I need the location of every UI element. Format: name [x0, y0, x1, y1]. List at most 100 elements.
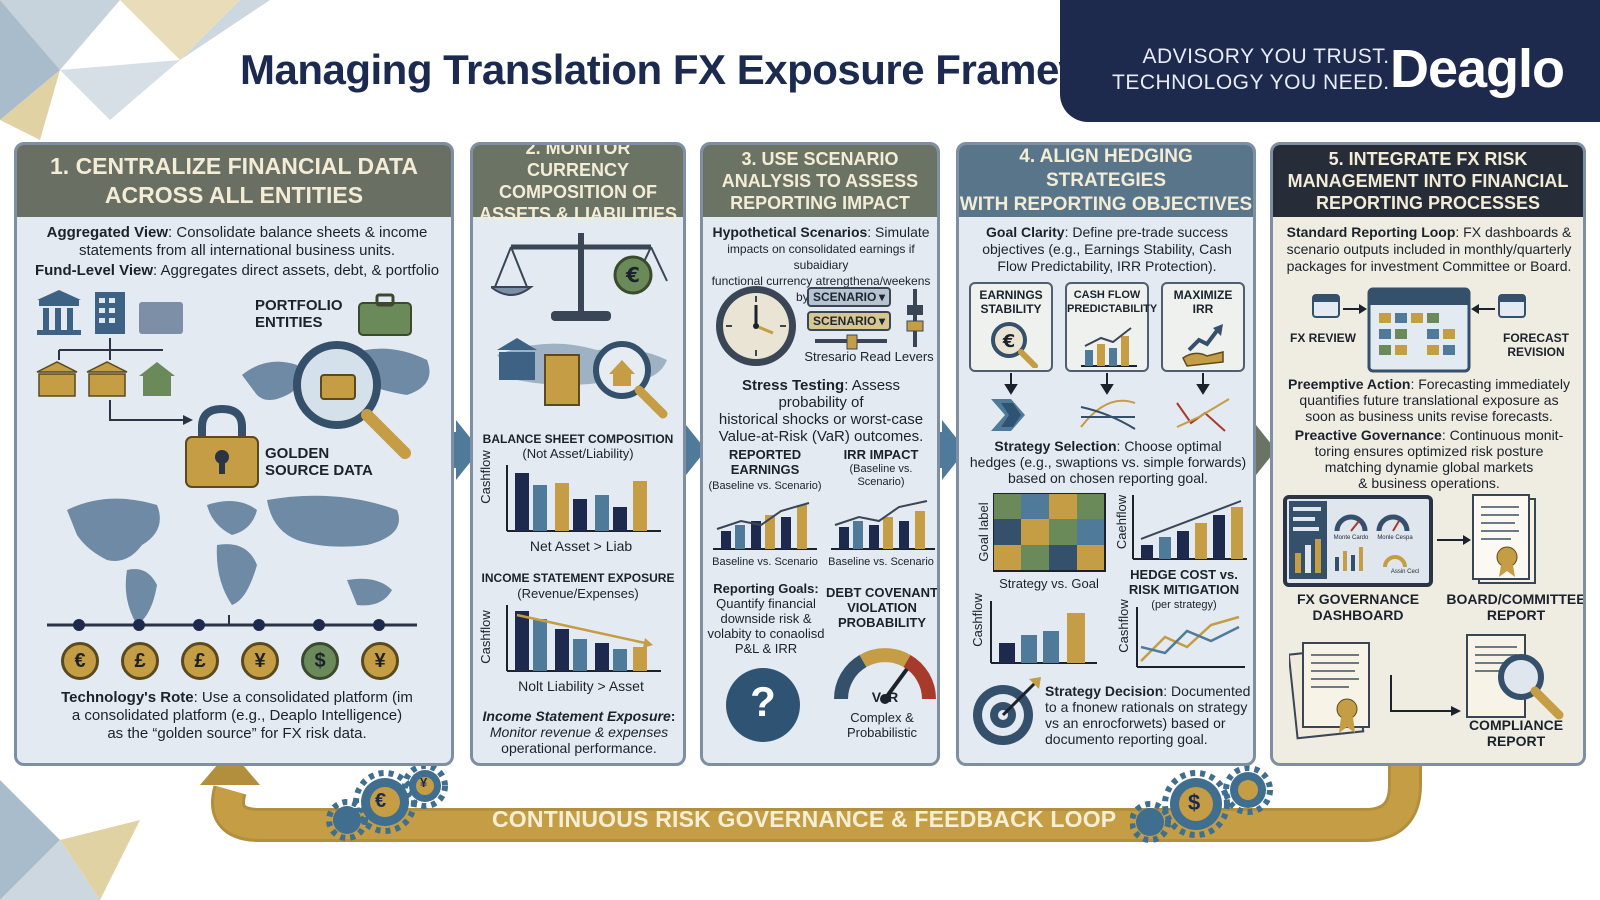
golden-label-line-1: GOLDEN	[265, 445, 330, 462]
gear-dollar-symbol: $	[1188, 790, 1201, 815]
process-flow-arrow-icon	[1390, 675, 1461, 716]
debt-covenant-title: DEBT COVENANT VIOLATION PROBABILITY	[825, 585, 937, 630]
dashboard-line-1: FX GOVERNANCE	[1296, 591, 1420, 607]
balance-sheet-title: BALANCE SHEET COMPOSITION	[482, 432, 674, 446]
box-2-line-1: CASH FLOW	[1073, 289, 1141, 301]
technology-role-label: Technology's Rote	[61, 689, 194, 706]
golden-label-line-2: SOURCE DATA	[265, 462, 373, 479]
preemptive-line-2: quantifies future translational exposure…	[1299, 392, 1559, 408]
governance-line-2: toring ensures optimized risk posture	[1314, 443, 1544, 459]
compliance-report-label: COMPLIANCE REPORT	[1443, 717, 1583, 749]
panel-integrate-reporting: 5. INTEGRATE FX RISK MANAGEMENT INTO FIN…	[1270, 142, 1586, 766]
preemptive-action-text: Preemptive Action: Forecasting immediate…	[1279, 376, 1579, 424]
compliance-line-1: COMPLIANCE	[1468, 717, 1564, 733]
irr-impact-chart	[831, 500, 935, 550]
stress-testing-line-2: historical shocks or worst-case	[718, 411, 924, 428]
reporting-goals-line-1: Quantify financial	[716, 596, 816, 611]
strategy-decision-line-2: to a fnonew rationals on strategy	[1045, 699, 1248, 715]
hedge-cost-line-chart	[1136, 607, 1245, 668]
fund-level-text: Fund-Level View: Aggregates direct asset…	[27, 262, 447, 280]
panel-4-title-line-2: WITH REPORTING OBJECTIVES	[959, 194, 1253, 215]
reporting-goals-text: Reporting Goals: Quantify financial down…	[705, 581, 827, 656]
feedback-loop-band	[200, 750, 1422, 842]
strategy-selection-line-1: : Choose optimal	[1116, 438, 1222, 454]
strategy-selection-text: Strategy Selection: Choose optimal hedge…	[963, 438, 1253, 486]
panel-4-header: 4. ALIGN HEDGING STRATEGIES WITH REPORTI…	[959, 145, 1253, 217]
strategy-goal-heatmap	[993, 493, 1106, 572]
goal-clarity-line-1: : Define pre-trade success	[1064, 224, 1228, 240]
irr-impact-subtitle: (Baseline vs. Scenario)	[823, 463, 937, 489]
panel-monitor-composition: 2. MONITOR CURRENCY COMPOSITION OF ASSET…	[470, 142, 686, 766]
scenario-2-label: SCENARIO	[813, 314, 877, 328]
document-stack-icon	[1289, 642, 1370, 740]
goal-clarity-line-3: Flow Predictability, IRR Protection).	[997, 258, 1217, 274]
aggregated-view-line-1: : Consolidate balance sheets & income	[168, 224, 428, 241]
strategy-selection-line-2: hedges (e.g., swaptions vs. simple forwa…	[969, 454, 1247, 470]
income-statement-caption: Nolt Liability > Asset	[518, 678, 644, 694]
hypothetical-line-1: : Simulate	[867, 224, 930, 240]
dashboard-widgets-icon	[1289, 501, 1410, 579]
decorative-triangles-bottom-left	[0, 780, 140, 900]
briefcase-icon	[358, 293, 412, 336]
governance-line-4: & business operations.	[1358, 475, 1500, 491]
hedge-title-line-1: HEDGE COST vs.	[1130, 567, 1238, 582]
cashflow-axis-label-2: Cashflow	[970, 593, 985, 647]
entity-structure-icon	[36, 290, 193, 425]
reported-earnings-chart	[713, 502, 817, 550]
chevron-down-icon: ▾	[878, 290, 885, 304]
reported-earnings-caption: Baseline vs. Scenario	[712, 556, 818, 568]
selection-arrows-icon	[991, 373, 1230, 432]
panel-align-hedging: 4. ALIGN HEDGING STRATEGIES WITH REPORTI…	[956, 142, 1256, 766]
board-line-1: BOARD/COMMITTEE	[1446, 591, 1586, 607]
cash-flow-predictability-label: CASH FLOW PREDICTABILITY	[1067, 288, 1157, 316]
gauge-2-label: Monle Cespa	[1377, 535, 1413, 541]
svg-text:€: €	[1002, 331, 1016, 352]
income-statement-bar-chart	[506, 605, 661, 672]
clock-icon	[716, 286, 796, 366]
goal-box-maximize-irr: MAXIMIZE IRR	[1161, 282, 1245, 372]
balance-sheet-subtitle: (Not Asset/Liability)	[522, 446, 634, 461]
balance-sheet-caption: Net Asset > Liab	[529, 538, 633, 554]
gauge-1-label: Monte Cardo	[1333, 535, 1369, 541]
gear-cluster-right-icon	[1130, 765, 1273, 843]
hedge-cost-title: HEDGE COST vs. RISK MITIGATION	[1109, 567, 1253, 597]
complex-line-2: Probabilistic	[846, 725, 918, 740]
panel-3-title-line-3: REPORTING IMPACT	[730, 193, 910, 213]
hypothetical-line-2: impacts on consolidated earnings if suba…	[727, 242, 915, 272]
coin-pound-icon: £	[181, 642, 219, 680]
page-title: Managing Translation FX Exposure Framewo…	[240, 46, 1155, 93]
forecast-line-1: FORECAST	[1503, 331, 1569, 345]
scenario-dropdown-1: SCENARIO▾	[807, 287, 891, 307]
reported-earnings-line-1: REPORTED	[728, 447, 802, 462]
currency-timeline	[47, 615, 417, 631]
panel-3-title-line-2: ANALYSIS TO ASSESS	[721, 171, 919, 191]
world-map-icon	[67, 495, 399, 625]
board-report-document-icon	[1472, 494, 1536, 584]
panel-5-title-line-2: MANAGEMENT INTO FINANCIAL	[1287, 171, 1569, 191]
technology-role-line-2: a consolidated platform (e.g., Deaplo In…	[71, 707, 403, 724]
dashboard-line-2: DASHBOARD	[1312, 607, 1404, 623]
forecast-line-2: REVISION	[1507, 345, 1565, 359]
board-committee-report-label: BOARD/COMMITTEE REPORT	[1443, 591, 1586, 623]
income-exposure-label: Income Statement Exposure	[482, 708, 671, 724]
calendar-review-icon	[1312, 287, 1526, 373]
standard-reporting-loop-text: Standard Reporting Loop: FX dashboards &…	[1279, 224, 1579, 275]
box-3-line-1: MAXIMIZE	[1173, 288, 1233, 302]
complex-line-1: Complex &	[850, 710, 914, 725]
currency-coins-row: € £ £ ¥ $ ¥	[61, 642, 431, 682]
brand-bar	[1060, 0, 1600, 122]
target-arrow-icon	[973, 677, 1041, 745]
board-line-2: REPORT	[1486, 607, 1546, 623]
technology-role-line-3: as the “golden source” for FX risk data.	[107, 725, 367, 742]
panel-2-header: 2. MONITOR CURRENCY COMPOSITION OF ASSET…	[473, 145, 683, 224]
padlock-icon	[185, 405, 259, 488]
tagline-line-2: TECHNOLOGY YOU NEED.	[1112, 71, 1390, 94]
svg-text:€: €	[625, 263, 640, 287]
panel-3-title-line-1: 3. USE SCENARIO	[741, 149, 899, 169]
irr-impact-caption: Baseline vs. Scenario	[828, 556, 934, 568]
technology-role-text: Technology's Rote: Use a consolidated pl…	[27, 689, 447, 743]
coin-yen-icon: ¥	[361, 642, 399, 680]
heatmap-caption: Strategy vs. Goal	[999, 576, 1099, 591]
hypothetical-scenarios-text: Hypothetical Scenarios: Simulate impacts…	[707, 224, 935, 304]
